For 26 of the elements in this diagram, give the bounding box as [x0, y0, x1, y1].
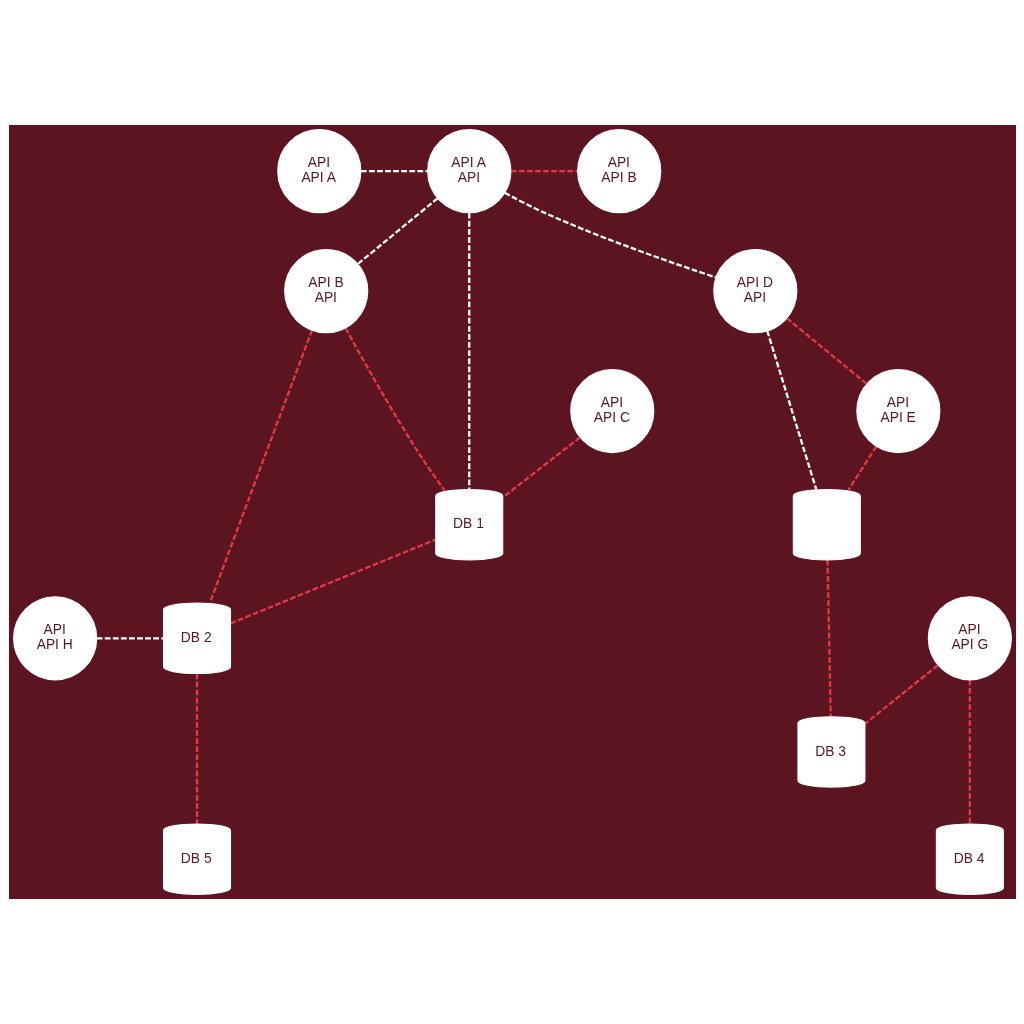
node-circle: API API G [927, 596, 1012, 681]
connector [503, 191, 716, 279]
connector [360, 170, 427, 173]
connector [356, 197, 438, 265]
connector [501, 436, 581, 499]
connector [195, 673, 198, 824]
connector [467, 212, 470, 489]
connector [864, 664, 938, 725]
connector [510, 170, 577, 173]
node-circle: API D API [712, 249, 797, 334]
connector [96, 637, 163, 640]
node-circle: API API H [12, 596, 97, 681]
connector [968, 680, 971, 824]
node-circle: API API C [569, 368, 654, 454]
connector [229, 538, 436, 625]
connector [765, 330, 817, 490]
connector [846, 445, 877, 491]
node-circle: API API B [576, 129, 661, 214]
node-circle: API API E [855, 368, 940, 454]
node-circle: API API A [276, 129, 361, 214]
connector [825, 560, 832, 717]
node-circle: API A API [426, 129, 511, 214]
connector [344, 327, 445, 492]
connector [785, 317, 867, 385]
node-circle: API B API [283, 249, 368, 334]
connector [208, 329, 313, 604]
